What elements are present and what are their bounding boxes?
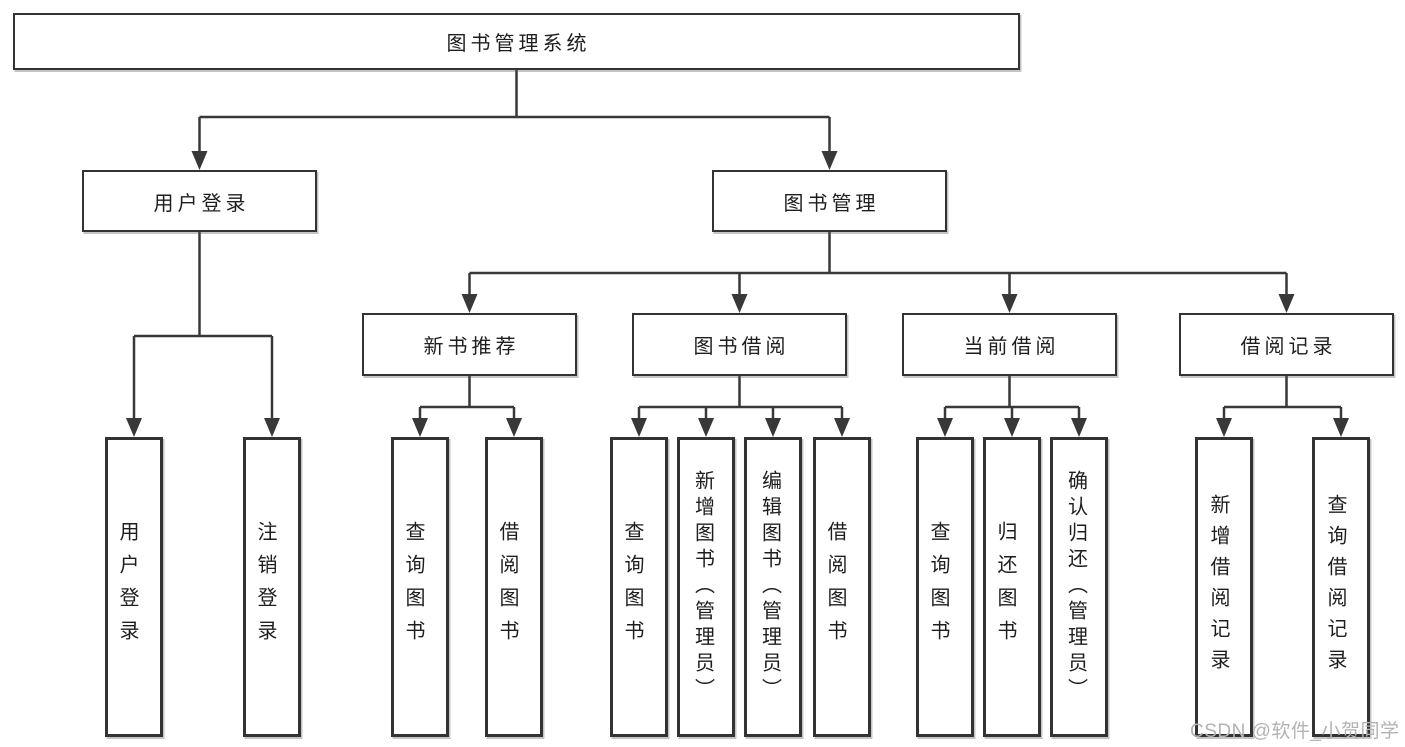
node-new-book-recommendation: 新书推荐 [362,313,577,376]
leaf-user-login: 用户登录 [105,437,163,737]
leaf-label: 新增图书（管理员） [691,470,714,704]
leaf-label: 查询图书 [927,521,949,653]
leaf-query-borrow-record: 查询借阅记录 [1312,437,1370,737]
node-label: 图书管理系统 [446,33,591,55]
node-label: 借阅记录 [1240,336,1337,358]
leaf-add-borrow-record: 新增借阅记录 [1195,437,1253,737]
leaf-label: 查询图书 [402,521,424,653]
leaf-add-books-admin: 新增图书（管理员） [677,437,735,737]
csdn-watermark: CSDN @软件_小贺同学 [1190,721,1400,742]
leaf-label: 编辑图书（管理员） [758,470,781,704]
leaf-label: 新增借阅记录 [1207,494,1229,680]
leaf-label: 查询借阅记录 [1324,494,1346,680]
leaf-label: 借阅图书 [496,521,518,653]
leaf-borrow-books: 借阅图书 [485,437,543,737]
node-book-management: 图书管理 [712,170,947,232]
leaf-label: 用户登录 [116,521,138,653]
leaf-query-books: 查询图书 [391,437,449,737]
node-root-library-management-system: 图书管理系统 [13,13,1020,70]
leaf-label: 确认归还（管理员） [1064,470,1087,704]
leaf-confirm-return-admin: 确认归还（管理员） [1050,437,1108,737]
leaf-query-books: 查询图书 [916,437,974,737]
leaf-label: 注销登录 [254,521,276,653]
node-borrowing-records: 借阅记录 [1179,313,1394,376]
node-label: 用户登录 [153,192,250,215]
leaf-edit-books-admin: 编辑图书（管理员） [744,437,802,737]
node-label: 当前借阅 [963,336,1060,358]
node-current-borrowing: 当前借阅 [902,313,1117,376]
leaf-borrow-books: 借阅图书 [813,437,871,737]
node-book-borrowing: 图书借阅 [632,313,847,376]
leaf-query-books: 查询图书 [610,437,668,737]
node-label: 新书推荐 [423,336,520,358]
node-label: 图书管理 [783,192,880,215]
leaf-logout: 注销登录 [243,437,301,737]
leaf-label: 借阅图书 [824,521,846,653]
node-label: 图书借阅 [693,336,790,358]
leaf-label: 归还图书 [994,521,1016,653]
leaf-return-books: 归还图书 [983,437,1041,737]
node-user-login: 用户登录 [82,170,317,232]
leaf-label: 查询图书 [621,521,643,653]
